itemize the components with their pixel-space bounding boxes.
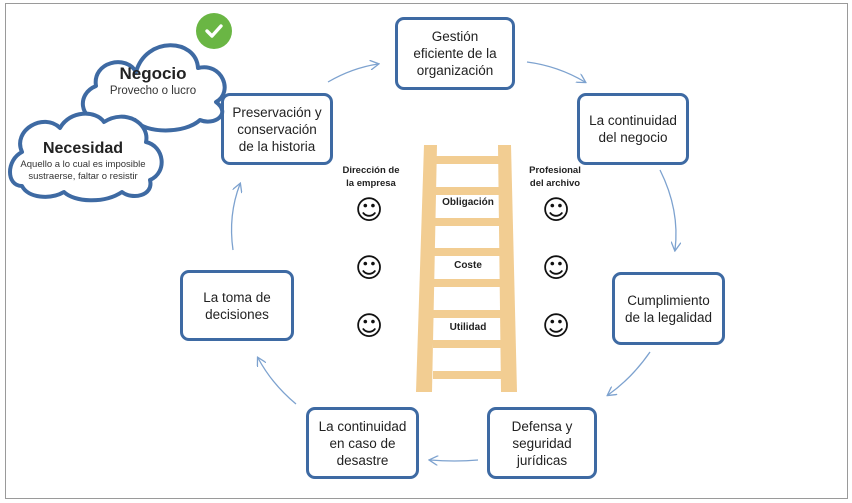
smiley-icon: ☺: [355, 311, 384, 342]
arrow-icon: [230, 184, 240, 251]
box-toma-decisiones: La toma de decisiones: [180, 270, 294, 341]
cloud-negocio-title: Negocio: [119, 64, 187, 83]
arrow-icon: [327, 64, 378, 83]
rung-label-coste: Coste: [454, 260, 482, 271]
cloud-necesidad-subtitle: Aquello a lo cual es imposible sustraers…: [20, 159, 146, 182]
smiley-icon: ☺: [355, 253, 384, 284]
label-profesional-archivo: Profesional del archivo: [529, 165, 581, 189]
rung-label-obligacion: Obligación: [442, 197, 494, 208]
box-continuidad-desastre: La continuidad en caso de desastre: [306, 407, 419, 479]
box-continuidad-negocio: La continuidad del negocio: [577, 93, 689, 165]
smiley-icon: ☺: [355, 195, 384, 226]
check-icon: [196, 13, 232, 49]
smiley-icon: ☺: [542, 253, 571, 284]
arrow-icon: [430, 460, 479, 461]
cloud-negocio: Negocio Provecho o lucro: [100, 64, 206, 99]
arrow-icon: [258, 358, 297, 405]
box-gestion-eficiente: Gestión eficiente de la organización: [395, 17, 515, 90]
box-defensa-seguridad: Defensa y seguridad jurídicas: [487, 407, 597, 479]
cloud-negocio-subtitle: Provecho o lucro: [109, 85, 197, 97]
arrow-icon: [608, 351, 651, 395]
smiley-icon: ☺: [542, 311, 571, 342]
smiley-icon: ☺: [542, 195, 571, 226]
box-cumplimiento-legalidad: Cumplimiento de la legalidad: [612, 272, 725, 345]
box-preservacion-historia: Preservación y conservación de la histor…: [221, 93, 333, 165]
label-direccion-empresa: Dirección de la empresa: [342, 165, 400, 189]
arrow-icon: [659, 169, 676, 250]
rung-label-utilidad: Utilidad: [449, 322, 487, 333]
arrow-icon: [526, 61, 585, 82]
cloud-necesidad: Necesidad Aquello a lo cual es imposible…: [13, 139, 153, 183]
cloud-necesidad-title: Necesidad: [42, 140, 124, 157]
